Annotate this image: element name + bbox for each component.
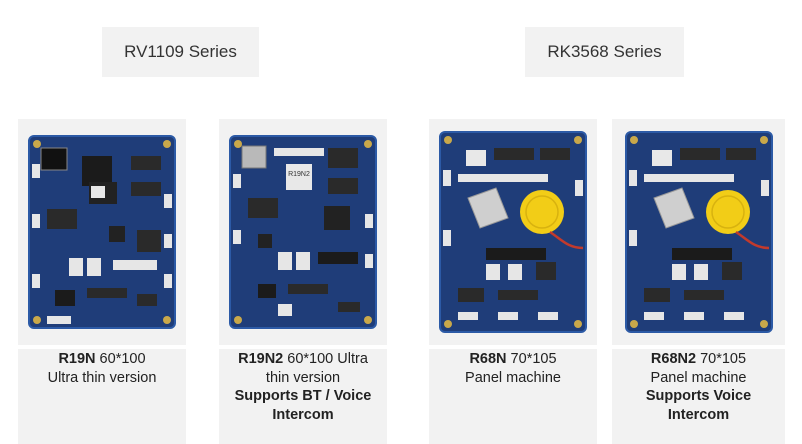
model-size: 60*100 Ultra: [283, 351, 368, 367]
model-size: 60*100: [95, 351, 146, 367]
caption-r19n: R19N 60*100 Ultra thin version: [18, 349, 186, 444]
series-label: RK3568 Series: [547, 42, 662, 61]
model-name: R19N: [58, 351, 96, 367]
pcb-board-icon: [439, 131, 587, 333]
board-image-r68n2: [612, 119, 785, 345]
caption-line: Ultra thin version: [47, 369, 157, 386]
pcb-board-icon: R19N2: [229, 135, 377, 329]
caption-r68n2: R68N2 70*105 Panel machine Supports Voic…: [612, 349, 785, 444]
board-image-r19n: [18, 119, 186, 345]
caption-feature: Intercom: [667, 406, 730, 423]
board-image-r19n2: R19N2: [219, 119, 387, 345]
model-size: 70*105: [506, 351, 557, 367]
model-name: R68N: [469, 351, 507, 367]
board-image-r68n: [429, 119, 597, 345]
model-name: R68N2: [650, 351, 697, 367]
pcb-board-icon: [624, 131, 773, 333]
caption-feature: Supports Voice: [645, 388, 752, 404]
caption-r19n2: R19N2 60*100 Ultra thin version Supports…: [219, 349, 387, 444]
chip-label: R19N2: [288, 171, 310, 178]
model-size: 70*105: [696, 351, 747, 367]
series-header-rk3568: RK3568 Series: [525, 27, 684, 77]
caption-line: Panel machine: [650, 369, 747, 386]
caption-feature: Supports BT / Voice: [234, 388, 372, 404]
caption-feature: Intercom: [272, 406, 334, 423]
series-header-rv1109: RV1109 Series: [102, 27, 259, 77]
pcb-board-icon: [28, 135, 176, 329]
caption-r68n: R68N 70*105 Panel machine: [429, 349, 597, 444]
caption-line: thin version: [265, 369, 341, 386]
series-label: RV1109 Series: [124, 42, 237, 61]
caption-line: Panel machine: [465, 369, 561, 386]
model-name: R19N2: [238, 351, 284, 367]
